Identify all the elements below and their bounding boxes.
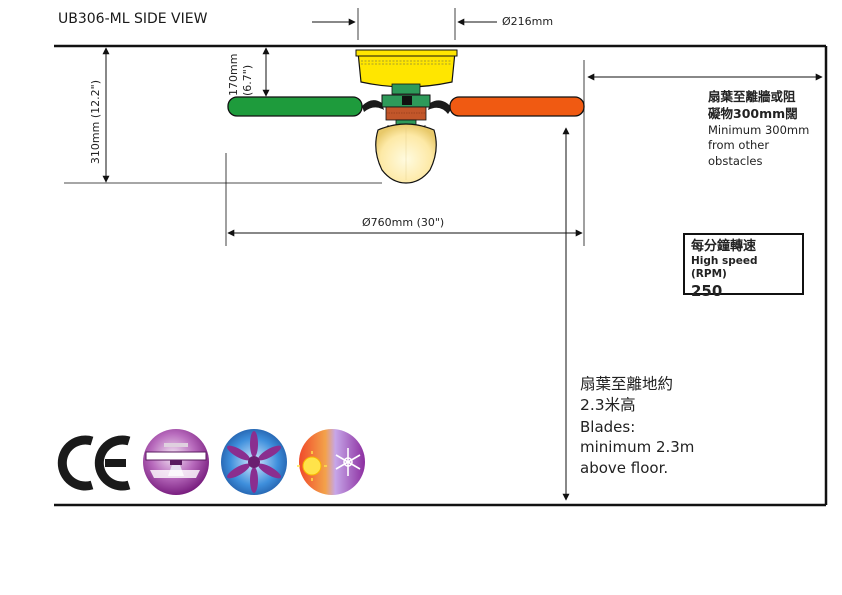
blade-span-dimension: [225, 60, 585, 246]
floor-zh-line1: 扇葉至離地約: [580, 375, 674, 393]
drop-height-label-line2: (6.7"): [241, 64, 254, 96]
floor-clearance-note: 扇葉至離地約 2.3米高 Blades: minimum 2.3m above …: [580, 374, 694, 479]
clearance-en-line1: Minimum 300mm: [708, 122, 810, 137]
canopy-diameter-label: Ø216mm: [502, 15, 554, 28]
speed-info-box: 每分鐘轉速 High speed (RPM) 250: [683, 233, 804, 300]
room-frame: [54, 44, 828, 507]
ceiling-fan-drawing: [227, 49, 585, 184]
fan-blades-badge-icon: [221, 429, 287, 495]
drop-height-label-line1: 170mm: [227, 53, 240, 96]
ceiling-fan-light-badge-icon: [143, 429, 209, 495]
summer-winter-badge-icon: [297, 429, 365, 495]
clearance-en-line3: obstacles: [708, 154, 763, 169]
floor-en-line2: minimum 2.3m: [580, 438, 695, 457]
blade-span-label: Ø760mm (30"): [362, 216, 445, 229]
ce-mark-icon: [57, 435, 131, 491]
wall-clearance-note: 扇葉至離牆或阻 礙物300mm闊 Minimum 300mm from othe…: [708, 88, 809, 170]
speed-zh-label: 每分鐘轉速: [691, 239, 757, 254]
floor-en-line3: above floor.: [580, 459, 669, 478]
speed-label: High speed (RPM): [691, 254, 758, 281]
clearance-en-line2: from other: [708, 138, 770, 153]
diagram-title: UB306-ML SIDE VIEW: [58, 11, 208, 27]
clearance-zh-line1: 扇葉至離牆或阻: [708, 89, 796, 104]
floor-en-line1: Blades:: [580, 417, 636, 436]
clearance-zh-line2: 礙物300mm闊: [708, 106, 798, 122]
canopy-dimension: [312, 8, 497, 40]
speed-value: 250: [691, 281, 723, 300]
overall-height-dimension: [64, 47, 382, 184]
floor-zh-line2: 2.3米高: [580, 396, 636, 415]
overall-height-label: 310mm (12.2"): [89, 80, 102, 165]
